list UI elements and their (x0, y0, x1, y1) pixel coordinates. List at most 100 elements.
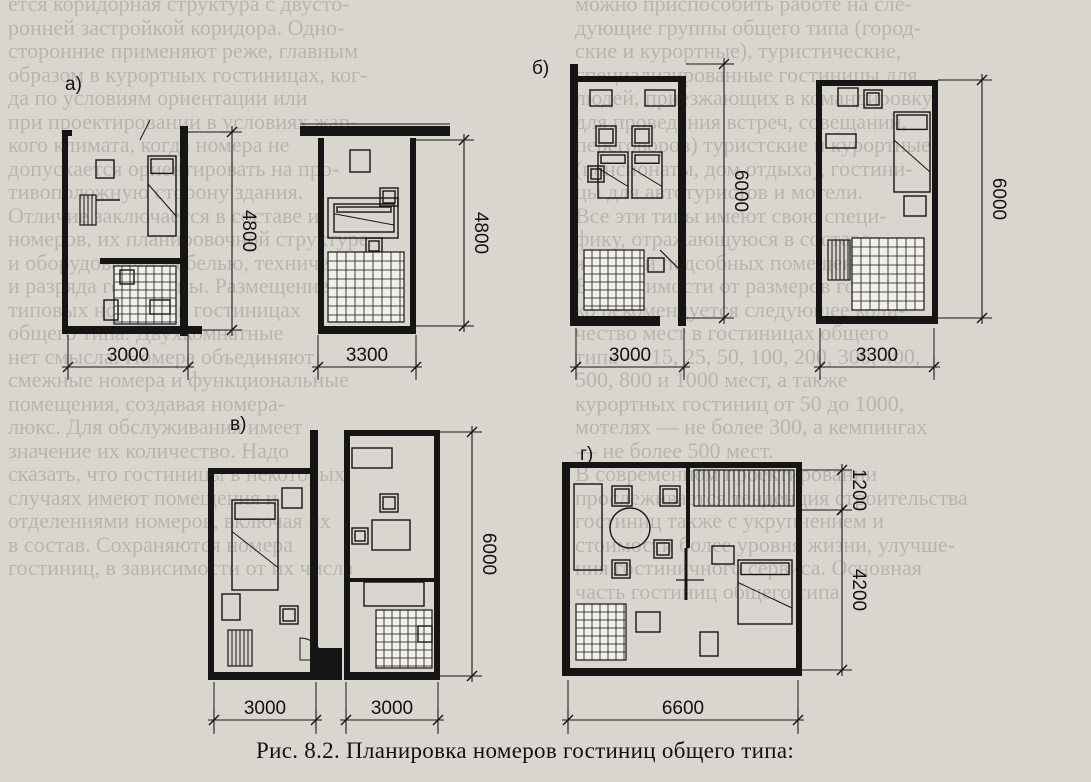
dimension-label: 3000 (371, 698, 413, 719)
desk (351, 447, 393, 469)
dimension-label: 3000 (244, 698, 286, 719)
facade-wall (562, 462, 802, 468)
wall (434, 430, 440, 680)
hatch (693, 469, 795, 507)
nightstand (903, 195, 927, 217)
dimension-label: 6000 (478, 533, 499, 575)
toilet (647, 257, 665, 273)
armchair (279, 605, 299, 625)
dimension-label: 6000 (988, 178, 1009, 220)
tile-area (327, 251, 405, 323)
armchair (611, 559, 631, 579)
tile-area (583, 249, 645, 311)
wall (318, 138, 324, 334)
dimension-horizontal: 3300 (312, 345, 422, 377)
table (589, 89, 613, 107)
wall (318, 648, 342, 672)
dimension-vertical: 4800 (454, 134, 491, 332)
armchair (653, 539, 673, 559)
tile-area (113, 265, 177, 325)
bathtub (363, 581, 425, 607)
tile-floor (113, 265, 177, 325)
cabinet (699, 631, 719, 657)
bed-blanket-line (597, 167, 629, 187)
armchair-seat (368, 240, 380, 252)
armchair-seat (614, 488, 630, 504)
armchair-seat (634, 128, 650, 144)
dimension-vertical: 6000 (972, 74, 1009, 324)
bed-frame (631, 151, 663, 199)
cabinet (103, 299, 119, 321)
armchair (595, 125, 617, 147)
nightstand (711, 545, 735, 565)
wall (62, 130, 68, 330)
pillow (740, 562, 790, 576)
bed-blanket-line (737, 581, 793, 609)
wall (344, 430, 440, 436)
dimension-vertical: 6000 (714, 58, 751, 324)
bed-blanket-line (631, 167, 663, 187)
dimension-horizontal: 3000 (62, 345, 194, 377)
wall (214, 468, 310, 474)
wall (686, 468, 690, 548)
bed (631, 151, 663, 199)
bed (737, 559, 793, 625)
bed (147, 155, 177, 237)
facade-wall (300, 126, 450, 136)
pillow (634, 154, 660, 164)
bed (893, 111, 931, 193)
dimension-horizontal: 3000 (340, 698, 444, 730)
hatch (227, 629, 253, 667)
armchair-seat (866, 92, 880, 106)
bed-blanket-line (333, 213, 395, 226)
pillow (600, 154, 626, 164)
armchair-seat (662, 488, 678, 504)
dimension-horizontal: 3000 (208, 698, 322, 730)
armchair (379, 187, 399, 207)
chair (825, 133, 857, 149)
dimension-label: 4200 (848, 569, 869, 611)
table (349, 149, 371, 173)
armchair (659, 485, 681, 507)
nightstand (281, 487, 303, 509)
facade-wall (818, 80, 936, 86)
panel-label: б) (532, 58, 549, 79)
armchair-seat (354, 530, 366, 542)
wall (344, 430, 350, 680)
armchair (611, 485, 633, 507)
dimension-vertical: 4800 (222, 126, 259, 336)
hatch-frame (827, 239, 851, 281)
wall (796, 462, 802, 674)
armchair-seat (382, 496, 396, 510)
bed-frame (737, 559, 793, 625)
bed-blanket-line (147, 183, 177, 217)
toilet (119, 269, 135, 285)
wall (562, 668, 802, 676)
dimension-horizontal: 6600 (562, 698, 804, 730)
round-table (609, 507, 651, 549)
bed (333, 203, 395, 233)
figure-caption: Рис. 8.2. Планировка номеров гостиниц об… (252, 738, 799, 764)
tile-floor (327, 251, 405, 323)
table (837, 87, 859, 107)
dimension-label: 4800 (470, 212, 491, 254)
wall (410, 138, 416, 334)
bed-blanket-line (231, 531, 279, 568)
wall (678, 76, 686, 326)
armchair-seat (590, 168, 602, 180)
dimension-label: 6000 (730, 170, 751, 212)
pillow (150, 158, 174, 175)
tile-floor (851, 237, 925, 311)
tile-floor (575, 603, 627, 661)
tile-floor (583, 249, 645, 311)
wall (318, 326, 416, 334)
armchair (587, 165, 605, 183)
wall (344, 672, 440, 680)
wall (816, 80, 822, 324)
wall (816, 316, 938, 324)
table (221, 593, 241, 621)
